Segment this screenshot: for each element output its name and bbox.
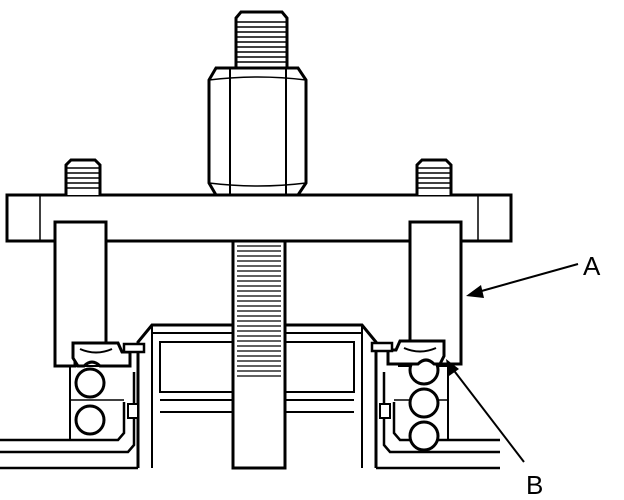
hex-nut	[207, 66, 308, 197]
right-bar-bolt	[415, 158, 453, 195]
callout-b-leader	[446, 359, 525, 463]
right-bearing	[394, 354, 449, 452]
right-seal-ring	[370, 339, 446, 366]
left-seal-ring	[71, 341, 146, 368]
screw-lower-thread	[231, 239, 287, 470]
callout-label-a: A	[583, 251, 601, 281]
callout-label-b: B	[526, 470, 543, 500]
left-bearing	[69, 365, 124, 440]
screw-upper-thread	[234, 10, 289, 70]
left-bar-bolt	[64, 158, 102, 195]
knuckle-body	[0, 372, 500, 470]
left-puller-jaw	[53, 220, 108, 368]
callout-a-leader	[466, 263, 579, 298]
